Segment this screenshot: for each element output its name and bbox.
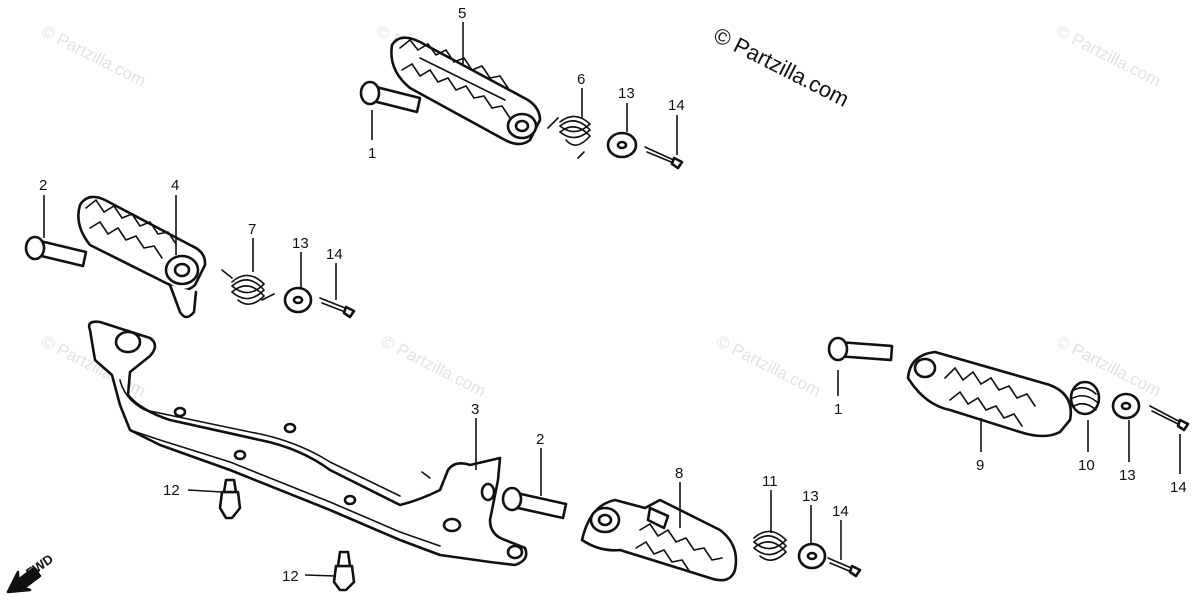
spring-7 [221,269,275,305]
callout-2-left: 2 [39,177,47,194]
pin-1-right [827,336,894,362]
callout-4: 4 [171,177,179,194]
watermark: © Partzilla.com [38,22,149,91]
callout-9: 9 [976,457,984,474]
callout-14-top: 14 [668,97,685,114]
forward-direction-arrow: FWD [6,551,56,594]
cotter-pin-14-top [644,146,684,170]
washer-13-bottom [797,542,827,570]
watermark: © Partzilla.com [713,332,824,401]
footpeg-9 [906,350,1073,438]
cotter-pin-14-right [1149,405,1190,432]
callout-5: 5 [458,5,466,22]
callout-7: 7 [248,221,256,238]
callout-1-top: 1 [368,145,376,162]
callout-6: 6 [577,71,585,88]
washer-13-top [606,131,638,159]
watermark: © Partzilla.com [378,332,489,401]
callout-11: 11 [762,473,778,490]
callout-13-bottom: 13 [802,488,819,505]
footpeg-4 [77,195,207,319]
callout-8: 8 [675,465,683,482]
callout-14-bottom: 14 [832,503,849,520]
callout-3: 3 [471,401,479,418]
washer-13-right [1111,392,1141,420]
callout-12-lower: 12 [282,568,299,585]
footpeg-bracket-3 [87,320,528,567]
spring-11 [752,530,788,561]
grease-nipple-12-lower [332,550,356,592]
copyright-text: © Partzilla.com [710,22,853,112]
callout-10: 10 [1078,457,1095,474]
footpeg-8 [580,498,738,582]
pin-1-top [359,80,422,114]
cotter-pin-14-bottom [827,557,862,578]
callout-2-center: 2 [536,431,544,448]
watermark: © Partzilla.com [1053,22,1164,91]
washer-13-left [283,286,313,314]
footpeg-5 [390,36,542,146]
pin-2-center [501,486,568,520]
spring-10 [1069,380,1101,416]
callout-12-upper: 12 [163,482,180,499]
pin-2-left [24,235,88,268]
callout-14-left: 14 [326,246,343,263]
spring-6 [547,115,592,159]
callout-13-top: 13 [618,85,635,102]
callout-1-right: 1 [834,401,842,418]
leader-lines [43,22,1181,577]
watermark: © Partzilla.com [1053,332,1164,401]
grease-nipple-12-upper [218,478,242,520]
callout-13-right: 13 [1119,467,1136,484]
callout-13-left: 13 [292,235,309,252]
callout-14-right: 14 [1170,479,1187,496]
cotter-pin-14-left [319,297,356,319]
